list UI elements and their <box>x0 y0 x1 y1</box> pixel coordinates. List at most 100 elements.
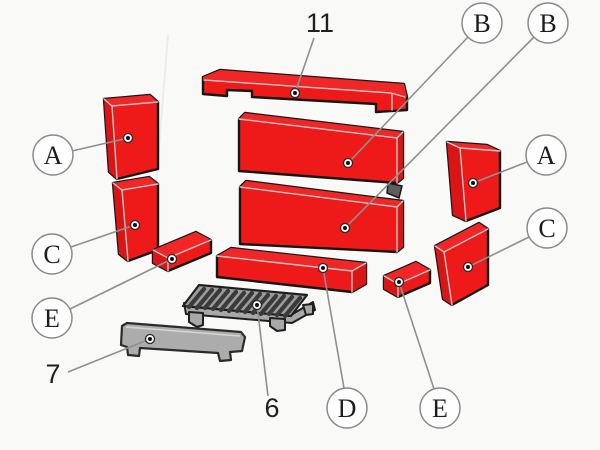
grate-foot-left <box>188 311 204 328</box>
dot-A-left <box>122 132 134 144</box>
leader-A-right <box>472 161 528 184</box>
callout-C-left-circle <box>31 233 73 275</box>
callout-E-left-circle <box>31 297 73 339</box>
callout-C-right: C <box>526 207 568 249</box>
callout-B-1-label: B <box>473 9 490 38</box>
side-brick-left-top-face <box>104 95 158 106</box>
side-brick-left-edges <box>103 98 159 180</box>
label-6: 6 <box>264 393 279 423</box>
dot-6 <box>251 299 263 311</box>
callout-C-right-circle <box>526 207 568 249</box>
lower-side-brick-left-edges <box>112 182 159 262</box>
callout-A-right-circle <box>525 134 567 176</box>
label-11: 11 <box>306 8 334 38</box>
callout-B-1-circle <box>461 2 503 44</box>
callout-D-circle <box>326 387 368 429</box>
dot-C-right <box>462 261 474 273</box>
leader-B2 <box>344 36 535 229</box>
callout-A-left-circle <box>32 134 74 176</box>
grate-foot-end <box>302 303 314 316</box>
part-side-brick-left <box>102 93 160 181</box>
leader-dots <box>122 87 479 345</box>
side-brick-left-side-face <box>104 99 117 179</box>
callout-B-2-circle <box>527 2 569 44</box>
part-lower-side-brick-right <box>433 221 490 307</box>
dot-11 <box>289 87 301 99</box>
dot-7 <box>144 333 156 345</box>
leader-11 <box>294 37 315 94</box>
callout-E-left: E <box>31 297 73 339</box>
leader-B1 <box>347 36 469 164</box>
part-top-plate <box>201 68 409 114</box>
part-corner-brick-right <box>382 260 432 299</box>
ash-pan-body <box>119 321 247 363</box>
top-plate-edge <box>203 79 406 98</box>
leader-E-right <box>398 281 435 390</box>
back-panel-lower-edges <box>239 186 404 253</box>
callouts: A C E B B A C D <box>31 2 569 429</box>
callout-E-right-circle <box>419 387 461 429</box>
callout-B-2-label: B <box>539 9 556 38</box>
back-panel-upper-top-face <box>239 113 403 138</box>
back-panel-lower-side-face <box>397 201 403 252</box>
side-brick-right-top-face <box>447 142 500 151</box>
part-fire-grate <box>181 283 316 332</box>
callout-A-right: A <box>525 134 567 176</box>
part-back-panel-lower <box>238 179 405 254</box>
background-part-corner <box>386 182 403 200</box>
leader-7 <box>67 338 151 373</box>
leader-C-right <box>467 236 530 268</box>
callout-C-left-label: C <box>43 240 60 269</box>
callout-E-right: E <box>419 387 461 429</box>
leader-lines <box>67 36 535 397</box>
callout-A-left: A <box>32 134 74 176</box>
part-corner-brick-left <box>151 230 213 273</box>
side-brick-right-edges <box>446 141 501 222</box>
front-brick-top-face <box>217 248 366 271</box>
lower-side-brick-right-edges <box>434 228 489 306</box>
lower-side-brick-right-side-face <box>435 246 452 305</box>
dot-C-left <box>129 219 141 231</box>
part-lower-side-brick-left <box>111 175 160 263</box>
corner-brick-left-top-face <box>153 232 211 258</box>
dot-B1 <box>342 157 354 169</box>
callout-E-left-label: E <box>44 304 60 333</box>
dot-A-right <box>467 177 479 189</box>
leader-A-left <box>71 137 129 152</box>
top-plate-top-face <box>203 70 407 97</box>
lower-side-brick-left-side-face <box>113 183 128 261</box>
dot-B2 <box>339 222 351 234</box>
leader-D <box>322 267 345 389</box>
ash-pan-rim-highlight <box>125 326 241 337</box>
callout-B-1: B <box>461 2 503 44</box>
back-panel-lower-top-face <box>240 181 403 207</box>
part-back-panel-upper <box>237 111 405 185</box>
grate-foot-right <box>269 317 286 332</box>
callout-D: D <box>326 387 368 429</box>
side-brick-right-side-face <box>447 142 466 221</box>
lower-side-brick-right-top-face <box>435 223 488 252</box>
front-brick-edges <box>216 255 367 293</box>
lower-side-brick-left-top-face <box>113 177 158 190</box>
callout-A-left-label: A <box>44 141 63 170</box>
callout-C-right-label: C <box>538 214 555 243</box>
dot-D <box>317 262 329 274</box>
callout-E-right-label: E <box>432 394 448 423</box>
number-labels: 11 7 6 <box>45 8 334 423</box>
part-ash-pan <box>119 321 247 363</box>
dot-E-left <box>166 253 178 265</box>
front-brick-end-face <box>352 263 366 292</box>
corner-brick-right-end-face <box>384 276 398 297</box>
part-front-brick <box>215 246 368 294</box>
callout-A-right-label: A <box>537 141 556 170</box>
leader-6 <box>256 304 269 397</box>
callout-C-left: C <box>31 233 73 275</box>
corner-brick-left-end-face <box>153 250 168 271</box>
leader-C-left <box>70 224 136 248</box>
label-7: 7 <box>45 359 60 389</box>
dot-E-right <box>393 276 405 288</box>
leader-E-left <box>69 258 173 310</box>
callout-B-2: B <box>527 2 569 44</box>
